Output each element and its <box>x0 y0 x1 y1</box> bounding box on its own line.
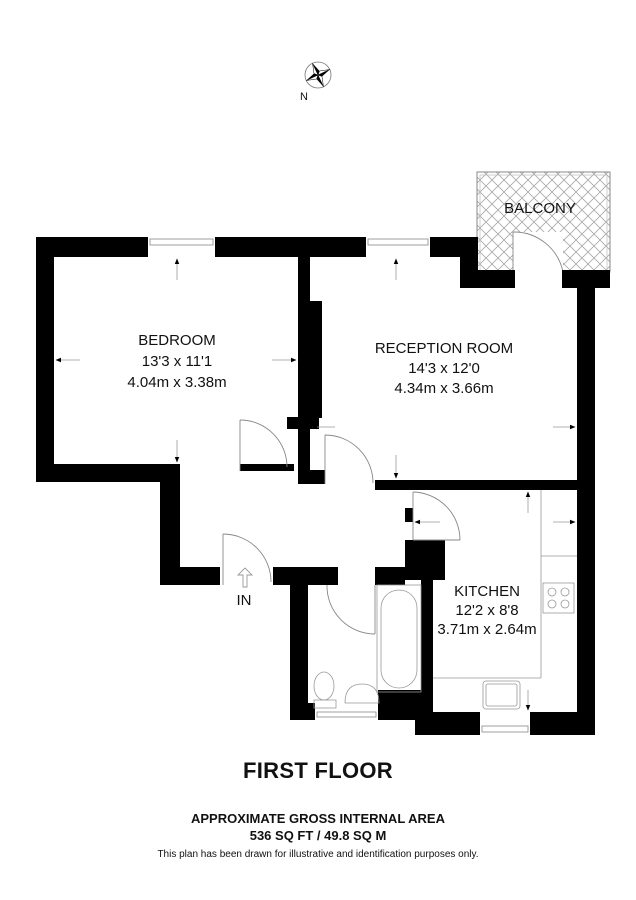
svg-text:RECEPTION ROOM: RECEPTION ROOM <box>375 340 513 357</box>
svg-text:KITCHEN: KITCHEN <box>454 583 520 600</box>
compass-rose-icon <box>304 61 332 89</box>
hob-icon <box>542 582 575 614</box>
bathtub-icon <box>380 589 418 689</box>
toilet-icon <box>313 671 335 701</box>
entrance-arrow-icon <box>236 567 254 588</box>
svg-text:14'3 x 12'0: 14'3 x 12'0 <box>408 360 480 377</box>
svg-text:3.71m x 2.64m: 3.71m x 2.64m <box>437 621 536 638</box>
windows <box>148 237 530 735</box>
kitchen-fixtures <box>433 490 577 710</box>
svg-text:13'3 x 11'1: 13'3 x 11'1 <box>142 353 213 370</box>
entrance-label: IN <box>237 592 252 609</box>
disclaimer: This plan has been drawn for illustrativ… <box>157 849 479 860</box>
walls <box>36 237 610 735</box>
svg-text:4.34m x 3.66m: 4.34m x 3.66m <box>394 380 493 397</box>
bathroom-fixtures <box>313 584 422 709</box>
bedroom-label: BEDROOM 13'3 x 11'1 4.04m x 3.38m <box>127 332 226 391</box>
doors <box>222 419 461 635</box>
kitchen-sink-icon <box>482 680 521 710</box>
kitchen-label: KITCHEN 12'2 x 8'8 3.71m x 2.64m <box>437 583 536 638</box>
area-label: APPROXIMATE GROSS INTERNAL AREA <box>190 811 445 826</box>
basin-icon <box>344 683 380 704</box>
dimension-arrows <box>55 258 576 711</box>
svg-text:BEDROOM: BEDROOM <box>138 332 216 349</box>
balcony-area <box>476 171 611 282</box>
balcony-label: BALCONY <box>504 200 576 217</box>
reception-label: RECEPTION ROOM 14'3 x 12'0 4.34m x 3.66m <box>375 340 513 397</box>
svg-text:4.04m x 3.38m: 4.04m x 3.38m <box>127 374 226 391</box>
svg-text:12'2 x 8'8: 12'2 x 8'8 <box>455 602 518 619</box>
compass-north-label: N <box>300 91 308 103</box>
area-value: 536 SQ FT / 49.8 SQ M <box>249 828 387 843</box>
floor-title: FIRST FLOOR <box>243 758 393 783</box>
